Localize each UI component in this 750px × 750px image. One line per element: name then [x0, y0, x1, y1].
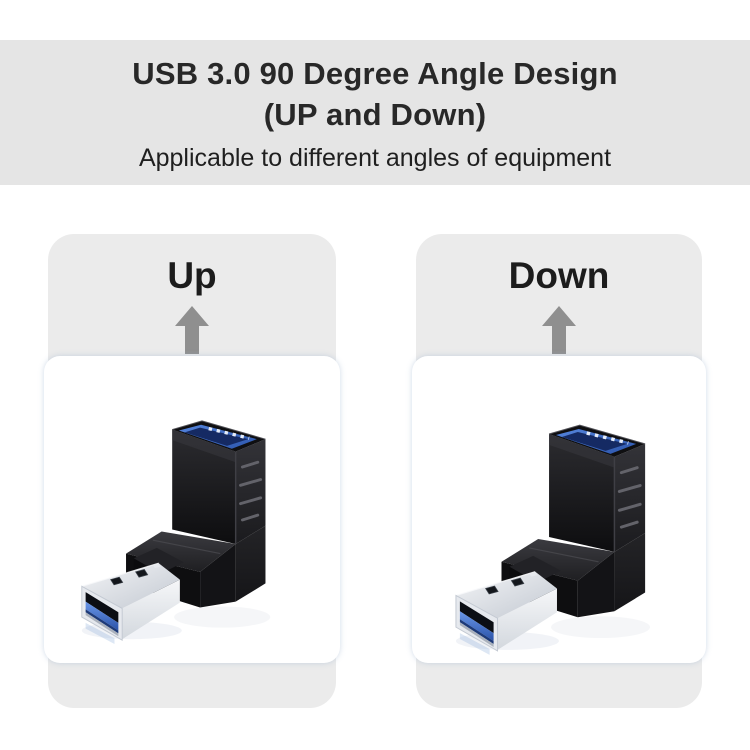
panel-up: Up	[44, 234, 340, 708]
usb-adapter-up-image	[80, 419, 272, 644]
panel-down-label: Down	[508, 255, 610, 296]
page-subtitle: Applicable to different angles of equipm…	[138, 144, 612, 172]
panel-down: Down	[412, 234, 706, 708]
usb-adapter-down-image	[454, 423, 652, 655]
panel-down-card	[412, 356, 706, 663]
page-title-line2: (UP and Down)	[263, 97, 487, 132]
page-title-line1: USB 3.0 90 Degree Angle Design	[132, 56, 618, 91]
up-arrow-icon	[542, 306, 576, 354]
header-band: USB 3.0 90 Degree Angle Design (UP and D…	[0, 40, 750, 185]
panel-up-label: Up	[167, 255, 217, 296]
panel-up-card	[44, 356, 340, 663]
up-arrow-icon	[175, 306, 209, 354]
